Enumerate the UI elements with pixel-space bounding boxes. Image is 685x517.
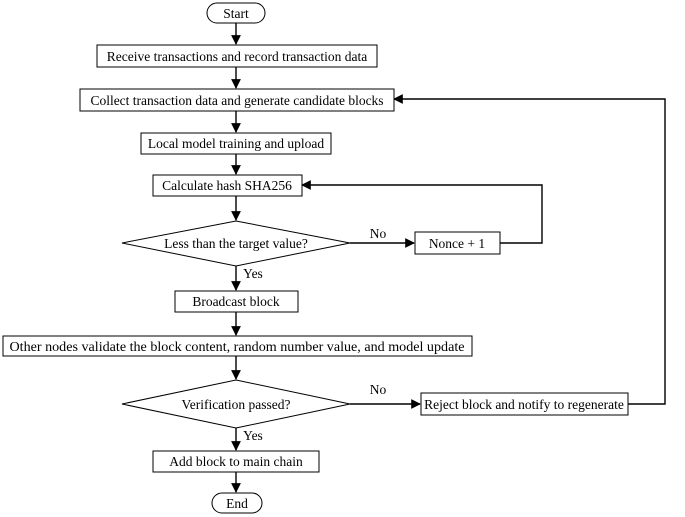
verify-label: Verification passed?: [181, 397, 290, 412]
verify-decision: Verification passed?: [121, 379, 351, 429]
end-label: End: [226, 496, 248, 511]
broadcast-node: Broadcast block: [174, 290, 299, 313]
collect-label: Collect transaction data and generate ca…: [90, 93, 383, 108]
add-block-label: Add block to main chain: [169, 454, 303, 469]
end-node: End: [211, 492, 263, 514]
check-target-label: Less than the target value?: [164, 236, 308, 251]
reject-label: Reject block and notify to regenerate: [424, 397, 624, 412]
nonce-node: Nonce + 1: [414, 231, 501, 255]
verify-no-label: No: [370, 382, 387, 397]
receive-label: Receive transactions and record transact…: [107, 49, 368, 64]
local-training-label: Local model training and upload: [148, 136, 324, 151]
target-no-label: No: [370, 226, 387, 241]
broadcast-label: Broadcast block: [192, 294, 280, 309]
edge-nonce-hash: [301, 180, 543, 244]
edges: [231, 23, 666, 493]
target-yes-label: Yes: [243, 266, 263, 281]
receive-node: Receive transactions and record transact…: [96, 44, 378, 68]
hash-label: Calculate hash SHA256: [162, 178, 292, 193]
reject-node: Reject block and notify to regenerate: [420, 392, 629, 416]
add-block-node: Add block to main chain: [152, 450, 320, 473]
validate-label: Other nodes validate the block content, …: [10, 339, 465, 354]
collect-node: Collect transaction data and generate ca…: [79, 88, 395, 112]
verify-yes-label: Yes: [243, 428, 263, 443]
hash-node: Calculate hash SHA256: [152, 174, 303, 197]
edge-reject-collect: [393, 94, 666, 405]
validate-node: Other nodes validate the block content, …: [2, 335, 473, 357]
start-label: Start: [223, 6, 249, 21]
local-training-node: Local model training and upload: [140, 132, 332, 155]
nonce-label: Nonce + 1: [429, 236, 485, 251]
check-target-decision: Less than the target value?: [121, 220, 351, 267]
start-node: Start: [206, 2, 266, 24]
